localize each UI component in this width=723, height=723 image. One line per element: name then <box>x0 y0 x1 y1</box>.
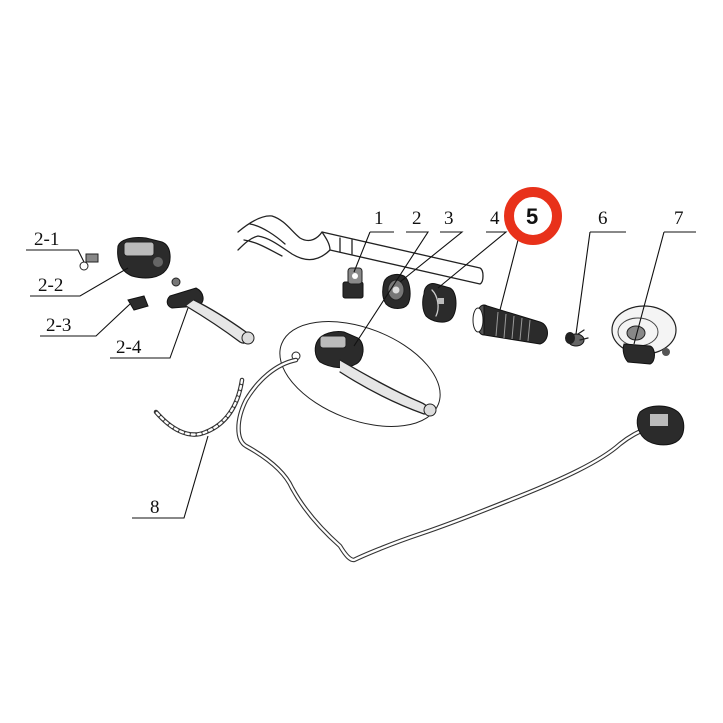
part-2-3-switch <box>127 295 149 311</box>
part-5-grip <box>472 304 548 345</box>
callout-5: 5 <box>526 204 538 229</box>
part-6-bar-end <box>565 329 589 347</box>
part-3-switch-housing <box>382 273 411 309</box>
callout-7: 7 <box>674 208 684 229</box>
callout-2-4: 2-4 <box>116 337 142 358</box>
callout-6: 6 <box>598 208 608 229</box>
callout-2-1: 2-1 <box>34 229 59 250</box>
callout-2-3: 2-3 <box>46 315 71 336</box>
part-4-switch-housing <box>422 283 457 323</box>
callout-2-2: 2-2 <box>38 275 63 296</box>
leader-lines <box>26 231 696 519</box>
part-1-clamp <box>342 267 364 299</box>
assembly-detail-ellipse <box>279 321 441 427</box>
callout-2: 2 <box>412 208 422 229</box>
assembled-brake-lever <box>291 331 437 417</box>
brake-caliper <box>636 405 685 446</box>
highlight-circle <box>504 187 562 245</box>
part-2-2-master-cylinder <box>117 237 171 279</box>
callout-labels: 2-1 2-2 2-3 2-4 1 2 3 4 5 6 7 8 <box>34 204 684 518</box>
handlebar <box>237 215 484 285</box>
callout-1: 1 <box>374 208 384 229</box>
part-2-4-lever <box>166 277 255 345</box>
callout-3: 3 <box>444 208 454 229</box>
brake-hose <box>236 357 651 563</box>
callout-4: 4 <box>490 208 500 229</box>
part-2-1-pivot-bolt <box>79 253 99 271</box>
callout-8: 8 <box>150 497 160 518</box>
part-8-cable-coil <box>153 377 245 437</box>
part-7-mirror-mount <box>611 305 677 365</box>
